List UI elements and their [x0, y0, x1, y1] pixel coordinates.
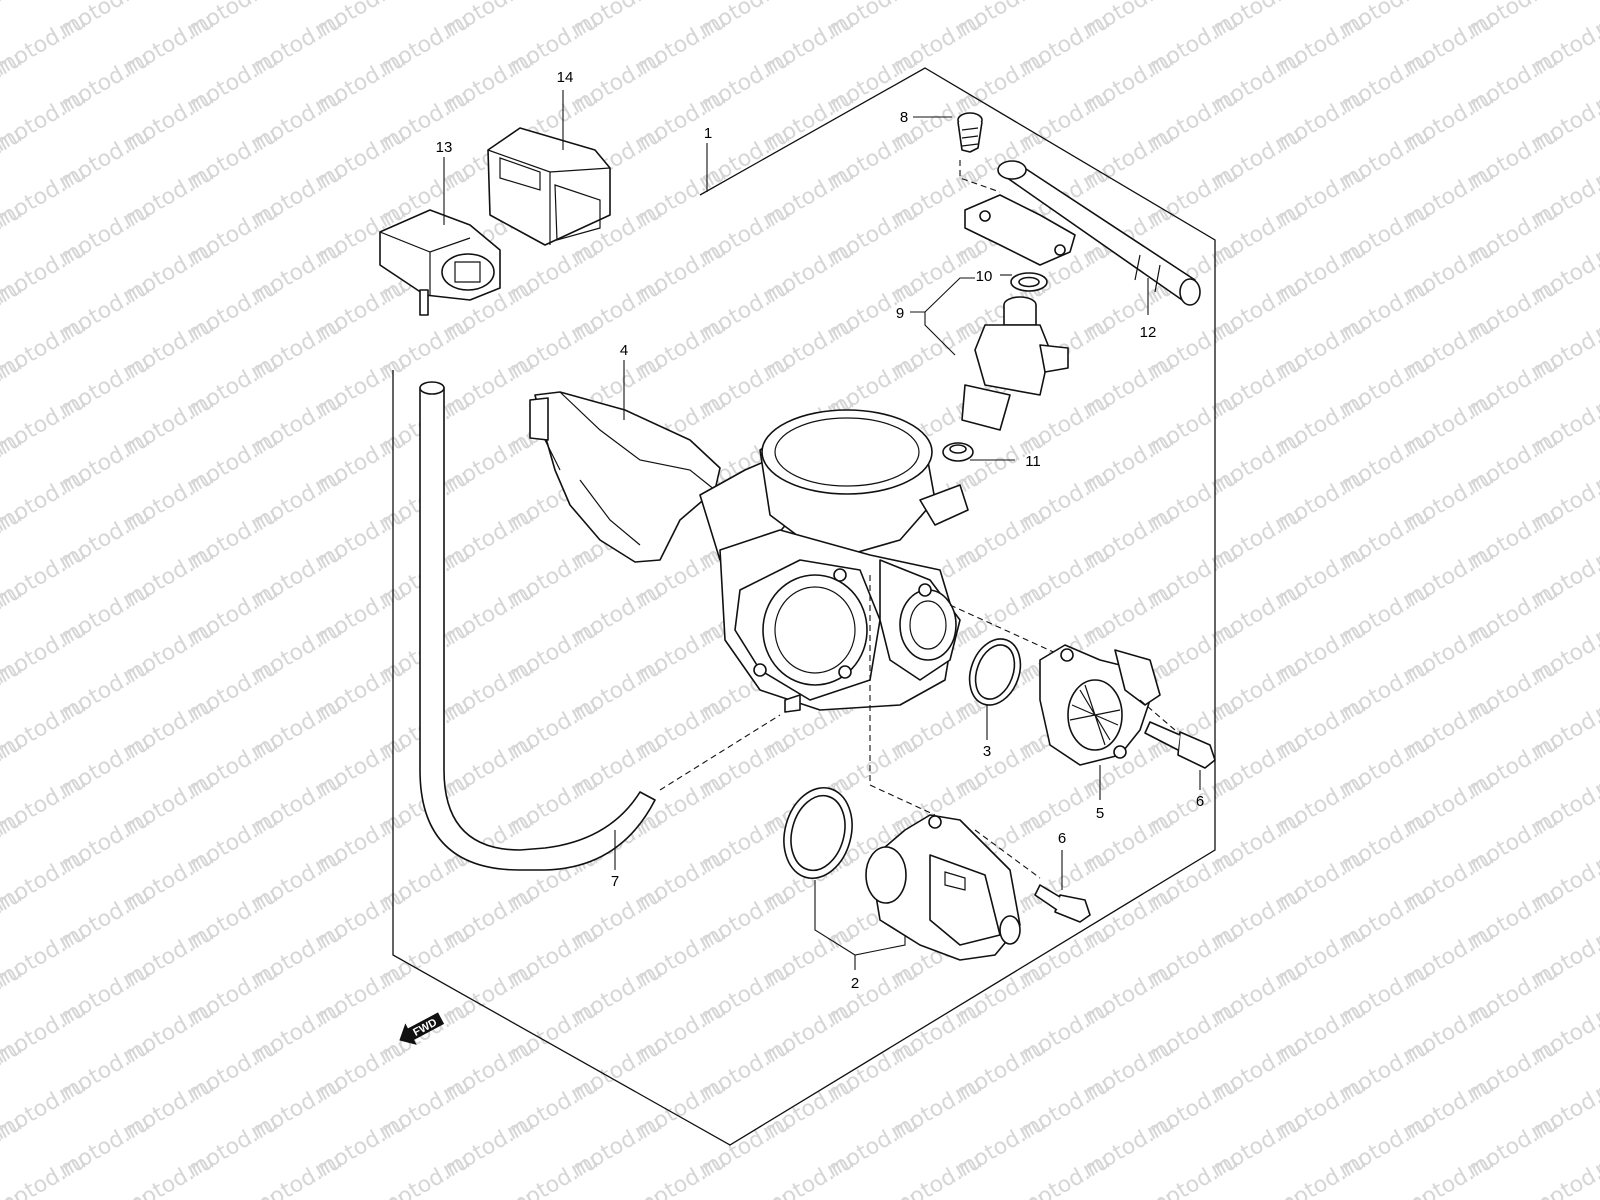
watermark-text: motod.ru — [1079, 1187, 1179, 1200]
part-11-seal[interactable] — [942, 442, 974, 462]
part-8-dashed-line — [659, 714, 781, 791]
callout-12: 12 — [1140, 324, 1157, 341]
callout-6-upper: 6 — [1196, 793, 1204, 810]
part-14-coupler-cover[interactable] — [487, 127, 611, 246]
part-6-lower-dashed-line — [974, 829, 1041, 879]
part-6-screw-lower[interactable] — [1034, 884, 1091, 923]
iscv-dashed-line — [869, 575, 936, 816]
tps-dashed-line — [949, 604, 1061, 656]
watermark-text: motod.ru — [1335, 1187, 1435, 1200]
watermark-text: motod.ru — [823, 1187, 923, 1200]
callout-14: 14 — [557, 69, 574, 86]
leader-lines — [443, 90, 1201, 970]
callout-10: 10 — [976, 268, 993, 285]
watermark-text: motod.ru — [695, 1187, 795, 1200]
part-4-cover[interactable] — [529, 391, 721, 563]
part-3-o-ring[interactable] — [961, 632, 1029, 712]
watermark-text: motod.ru — [951, 1187, 1051, 1200]
part-2-o-ring[interactable] — [774, 780, 862, 886]
callout-2: 2 — [851, 975, 859, 992]
watermark-text: motod.ru — [311, 1187, 411, 1200]
watermark-text: motod.ru — [1527, 1149, 1600, 1200]
watermark-text: motod.ru — [567, 1187, 667, 1200]
watermark-text: motod.ru — [0, 0, 90, 5]
part-8-hose[interactable] — [419, 387, 656, 871]
callout-11: 11 — [1025, 453, 1041, 470]
part-12-fuel-delivery-pipe[interactable] — [964, 160, 1201, 306]
watermark-text: motod.ru — [55, 1187, 155, 1200]
callout-7: 8 — [900, 109, 908, 126]
part-13-pressure-sensor[interactable] — [379, 209, 501, 316]
part-2-idle-speed-control-valve[interactable] — [865, 814, 1021, 961]
watermark-text: motod.ru — [0, 0, 26, 43]
watermark-text: motod.ru — [439, 1187, 539, 1200]
part-10-o-ring[interactable] — [1010, 272, 1048, 292]
part-6-screw-upper[interactable] — [1144, 721, 1216, 769]
callout-4: 4 — [620, 342, 628, 359]
watermark-text: motod.ru — [1591, 0, 1600, 43]
part-6-upper-dashed-line — [1139, 699, 1176, 731]
watermark-text: motod.ru — [183, 1187, 283, 1200]
watermark-text: motod.ru — [1207, 1187, 1307, 1200]
callout-8: 7 — [611, 873, 619, 890]
part-9-fuel-injector[interactable] — [961, 296, 1069, 431]
part-7-dashed-line — [959, 160, 1001, 193]
part-5-throttle-position-sensor[interactable] — [1039, 644, 1161, 766]
callout-1: 1 — [704, 125, 712, 142]
watermark-text: motod.ru — [1463, 1187, 1563, 1200]
callout-5: 5 — [1096, 805, 1104, 822]
callout-6-lower: 6 — [1058, 830, 1066, 847]
assembly-frame — [392, 67, 1216, 1146]
part-8-hose-end — [419, 381, 445, 395]
callout-13: 13 — [436, 139, 453, 156]
part-7-screw[interactable] — [957, 112, 983, 153]
callout-labels: 14 13 1 8 10 9 11 12 4 3 5 6 6 7 2 — [436, 69, 1205, 992]
callout-3: 3 — [983, 743, 991, 760]
callout-9: 9 — [896, 305, 904, 322]
throttle-body[interactable] — [699, 409, 969, 713]
